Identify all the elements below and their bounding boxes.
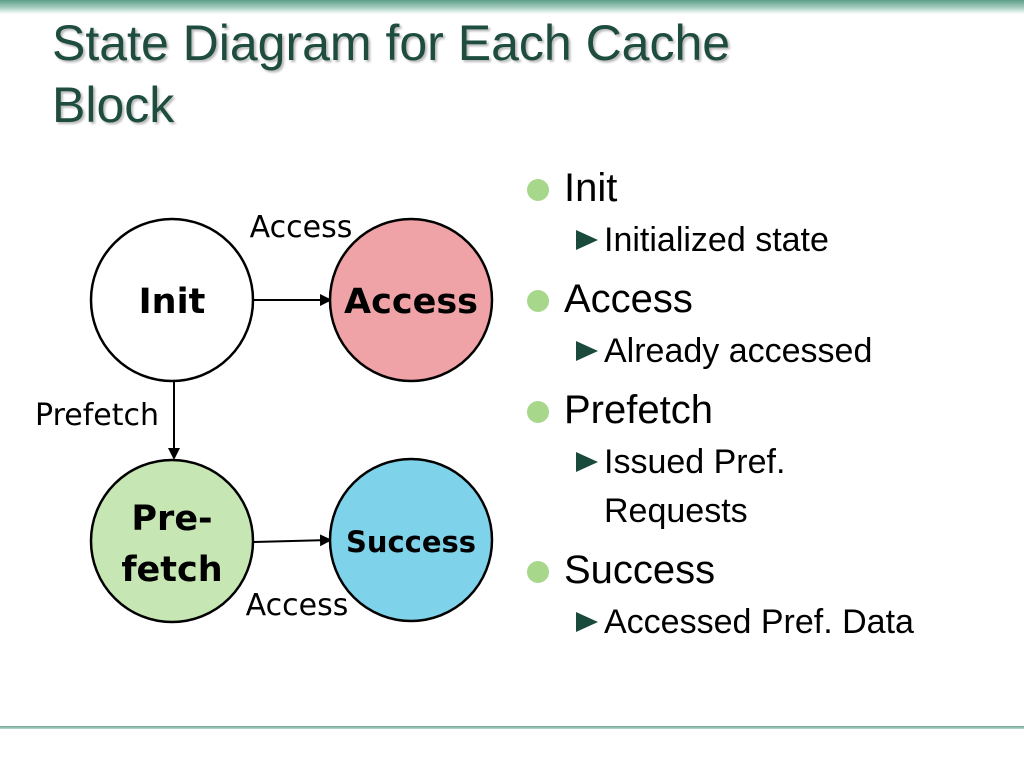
triangle-right-icon — [576, 452, 598, 472]
sub-bullet-success: Accessed Pref. Data — [524, 598, 1004, 647]
state-node-prefetch-label-line-2: fetch — [121, 550, 222, 590]
sub-bullet-text: Accessed Pref. Data — [604, 603, 914, 641]
slide-title: State Diagram for Each Cache Block — [52, 12, 952, 136]
edge-prefetch-to-success-label: Access — [246, 588, 349, 623]
edge-init-to-access-label: Access — [250, 210, 353, 245]
edge-prefetch-to-success — [253, 534, 332, 547]
bullet-dot-icon — [527, 179, 549, 201]
sub-bullet-access: Already accessed — [524, 327, 1004, 376]
bullet-dot-icon — [527, 290, 549, 312]
state-node-prefetch — [89, 458, 255, 624]
sub-bullet-prefetch: Issued Pref. Requests — [524, 438, 1004, 536]
bullet-prefetch: Prefetch — [524, 382, 1004, 438]
bullet-dot-icon — [527, 561, 549, 583]
state-node-access — [328, 217, 494, 383]
state-node-success — [328, 457, 494, 623]
state-description-list: Init Initialized state Access Already ac… — [524, 160, 1004, 647]
bullet-label: Success — [564, 548, 716, 592]
sub-bullet-text: Issued Pref. — [604, 443, 786, 481]
bullet-dot-icon — [527, 401, 549, 423]
state-node-init — [89, 217, 255, 383]
triangle-right-icon — [576, 230, 598, 250]
state-node-init-label: Init — [139, 282, 206, 322]
sub-bullet-text: Requests — [604, 492, 748, 530]
sub-bullet-text: Initialized state — [604, 221, 829, 259]
triangle-right-icon — [576, 612, 598, 632]
bullet-label: Init — [564, 166, 618, 210]
state-node-prefetch-label-line-1: Pre- — [131, 499, 212, 539]
edge-init-to-prefetch-label: Prefetch — [35, 398, 159, 433]
state-node-success-label: Success — [346, 525, 476, 559]
bottom-divider — [0, 726, 1024, 729]
triangle-right-icon — [576, 341, 598, 361]
slide-title-line-1: State Diagram for Each Cache — [52, 15, 731, 71]
bullet-init: Init — [524, 160, 1004, 216]
bullet-success: Success — [524, 542, 1004, 598]
slide-title-line-2: Block — [52, 77, 175, 133]
bullet-label: Access — [564, 277, 693, 321]
bullet-label: Prefetch — [564, 388, 713, 432]
state-node-access-label: Access — [344, 282, 478, 322]
top-accent-band — [0, 0, 1024, 14]
sub-bullet-init: Initialized state — [524, 216, 1004, 265]
bullet-access: Access — [524, 271, 1004, 327]
sub-bullet-text: Already accessed — [604, 332, 873, 370]
